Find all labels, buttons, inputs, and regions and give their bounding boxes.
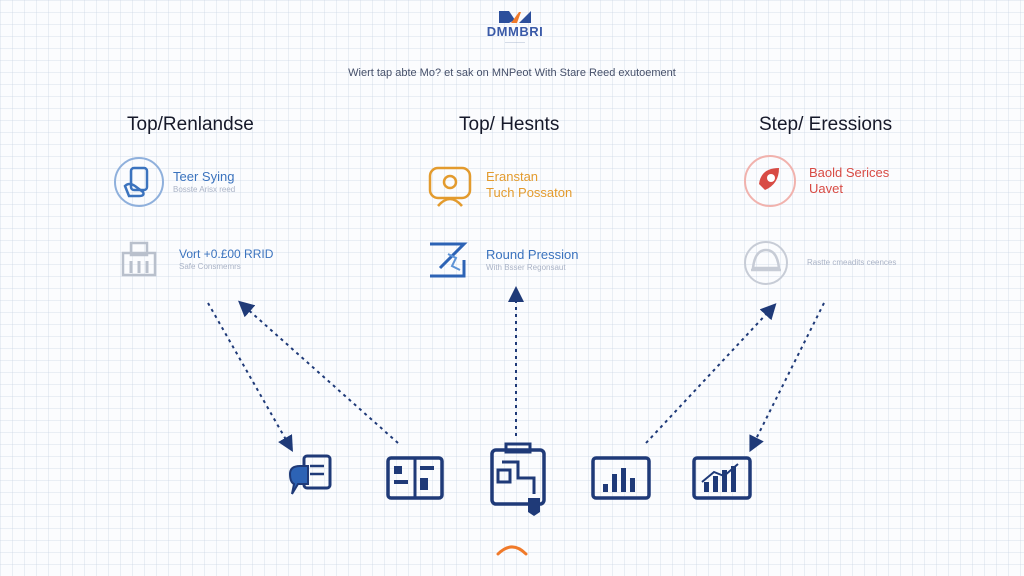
dashboard-grid-icon[interactable] (386, 456, 444, 500)
feature-item-left-2[interactable]: Vort +0.£00 RRID Safe Consmemrs (117, 237, 273, 281)
brand-logo: DMMBRI ———— (470, 10, 560, 60)
feature-title: Teer Sying (173, 168, 235, 184)
rocket-circle-icon (744, 155, 796, 207)
feature-item-center-1[interactable]: Eranstan Tuch Possaton (426, 162, 572, 208)
bar-chart-icon[interactable] (591, 456, 651, 500)
chevron-up-icon[interactable] (496, 542, 528, 556)
chat-report-icon[interactable] (286, 452, 336, 500)
feature-title-line2: Uavet (809, 181, 843, 196)
feature-item-left-1[interactable]: Teer Sying Bosste Arisx reed (113, 156, 235, 208)
robot-face-icon (428, 166, 472, 207)
helmet-circle-icon (744, 241, 788, 285)
analytics-chart-icon[interactable] (692, 456, 752, 500)
feature-title: Round Pression (486, 246, 579, 262)
feature-subtitle: Rastte cmeadits ceences (807, 258, 897, 267)
column-title-center: Top/ Hesnts (459, 114, 560, 135)
feature-title: Vort +0.£00 RRID (179, 246, 274, 261)
feature-title: Baold Serices (809, 164, 890, 180)
arrow-left-down (207, 302, 293, 452)
feature-item-right-1[interactable]: Baold Serices Uavet (743, 154, 889, 208)
feature-subtitle: Safe Consmemrs (179, 261, 241, 271)
logo-subtext: ———— (505, 40, 525, 46)
feature-title-line2: Tuch Possaton (486, 185, 573, 200)
workflow-tablet-icon[interactable] (488, 440, 548, 518)
arrow-right-down (749, 302, 825, 453)
feature-item-right-2[interactable]: Rastte cmeadits ceences (743, 240, 896, 286)
arrow-right-up (645, 303, 777, 444)
column-title-right: Step/ Eressions (759, 114, 893, 135)
lightning-box-icon (430, 242, 468, 278)
tagline: Wiert tap abte Mo? et sak on MNPeot With… (348, 67, 676, 79)
feature-title: Eranstan (486, 168, 539, 184)
hand-tablet-icon (114, 157, 164, 207)
feature-subtitle: With Bsser Regonsaut (486, 263, 566, 273)
column-title-left: Top/Renlandse (127, 114, 254, 135)
building-icon (121, 241, 157, 277)
feature-item-center-2[interactable]: Round Pression With Bsser Regonsaut (426, 240, 579, 280)
logo-text: DMMBRI (486, 24, 544, 39)
logo-mark-icon (499, 11, 531, 23)
arrow-left-up (238, 300, 399, 444)
feature-subtitle: Bosste Arisx reed (173, 185, 236, 195)
